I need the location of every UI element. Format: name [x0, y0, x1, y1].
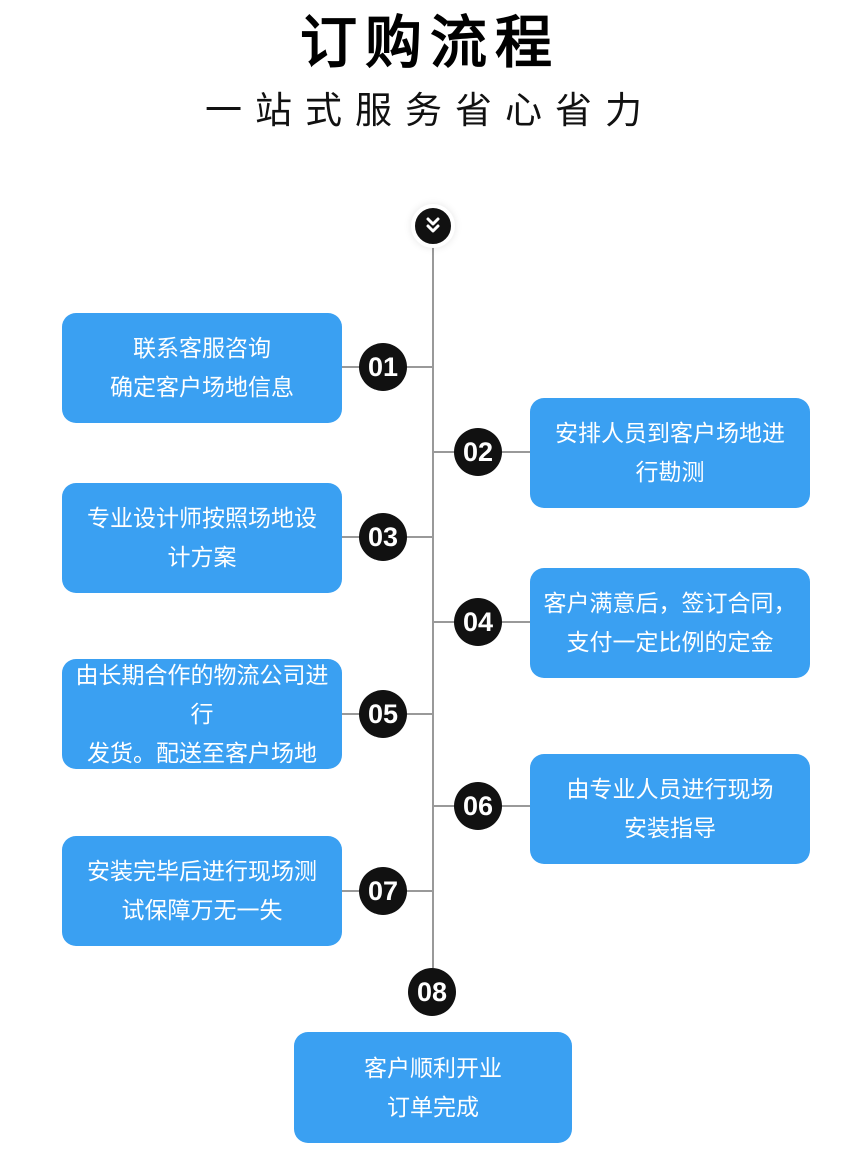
step-number-badge: 02	[454, 428, 502, 476]
flow-start-badge	[411, 204, 455, 248]
step-number: 05	[367, 698, 399, 729]
step-number-badge: 05	[359, 690, 407, 738]
step-text: 客户满意后，签订合同， 支付一定比例的定金	[543, 590, 797, 655]
step-text: 安装完毕后进行现场测 试保障万无一失	[87, 858, 317, 923]
step-box: 安装完毕后进行现场测 试保障万无一失	[62, 836, 342, 946]
step-number-badge: 03	[359, 513, 407, 561]
double-chevron-down-icon	[421, 214, 445, 238]
step-number-badge: 08	[408, 968, 456, 1016]
step-number-badge: 07	[359, 867, 407, 915]
step-number: 04	[462, 606, 494, 637]
step-box: 由专业人员进行现场 安装指导	[530, 754, 810, 864]
step-box-final: 客户顺利开业 订单完成	[294, 1032, 572, 1143]
step-text: 联系客服咨询 确定客户场地信息	[110, 335, 294, 400]
step-number: 03	[367, 521, 399, 552]
step-number-badge: 04	[454, 598, 502, 646]
step-box: 专业设计师按照场地设 计方案	[62, 483, 342, 593]
step-box: 安排人员到客户场地进 行勘测	[530, 398, 810, 508]
step-number: 07	[367, 875, 399, 906]
step-number-badge: 01	[359, 343, 407, 391]
step-box: 客户满意后，签订合同， 支付一定比例的定金	[530, 568, 810, 678]
step-text: 由专业人员进行现场 安装指导	[566, 776, 774, 841]
step-box: 由长期合作的物流公司进行 发货。配送至客户场地	[62, 659, 342, 769]
step-text: 由长期合作的物流公司进行 发货。配送至客户场地	[75, 661, 329, 766]
step-number: 08	[416, 976, 448, 1007]
step-number: 06	[462, 790, 494, 821]
page-title: 订购流程	[300, 11, 560, 75]
page-subtitle: 一站式服务省心省力	[205, 90, 655, 131]
step-text: 专业设计师按照场地设 计方案	[87, 505, 317, 570]
timeline-vertical-line	[432, 247, 434, 968]
step-text: 安排人员到客户场地进 行勘测	[555, 420, 785, 485]
step-number: 02	[462, 436, 494, 467]
step-text: 客户顺利开业 订单完成	[364, 1054, 502, 1120]
step-box: 联系客服咨询 确定客户场地信息	[62, 313, 342, 423]
step-number-badge: 06	[454, 782, 502, 830]
step-number: 01	[367, 351, 399, 382]
